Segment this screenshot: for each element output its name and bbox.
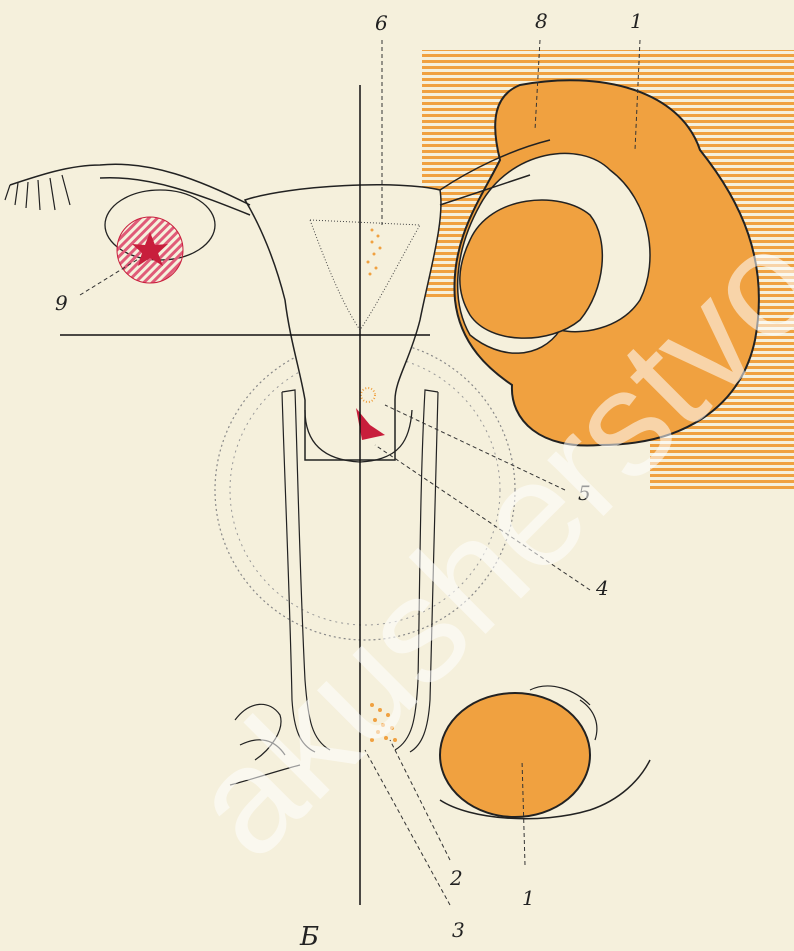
rectovaginal-mass-1 bbox=[440, 693, 590, 817]
label-6: 6 bbox=[375, 11, 388, 35]
label-4: 4 bbox=[595, 576, 609, 600]
label-9: 9 bbox=[55, 291, 68, 315]
label-2: 2 bbox=[449, 866, 463, 890]
panel-letter: Б bbox=[299, 922, 319, 951]
label-1-bottom: 1 bbox=[522, 886, 535, 910]
label-3: 3 bbox=[452, 918, 465, 942]
left-fimbriae bbox=[5, 175, 70, 210]
label-1-top: 1 bbox=[630, 9, 643, 33]
label-8: 8 bbox=[535, 9, 548, 33]
